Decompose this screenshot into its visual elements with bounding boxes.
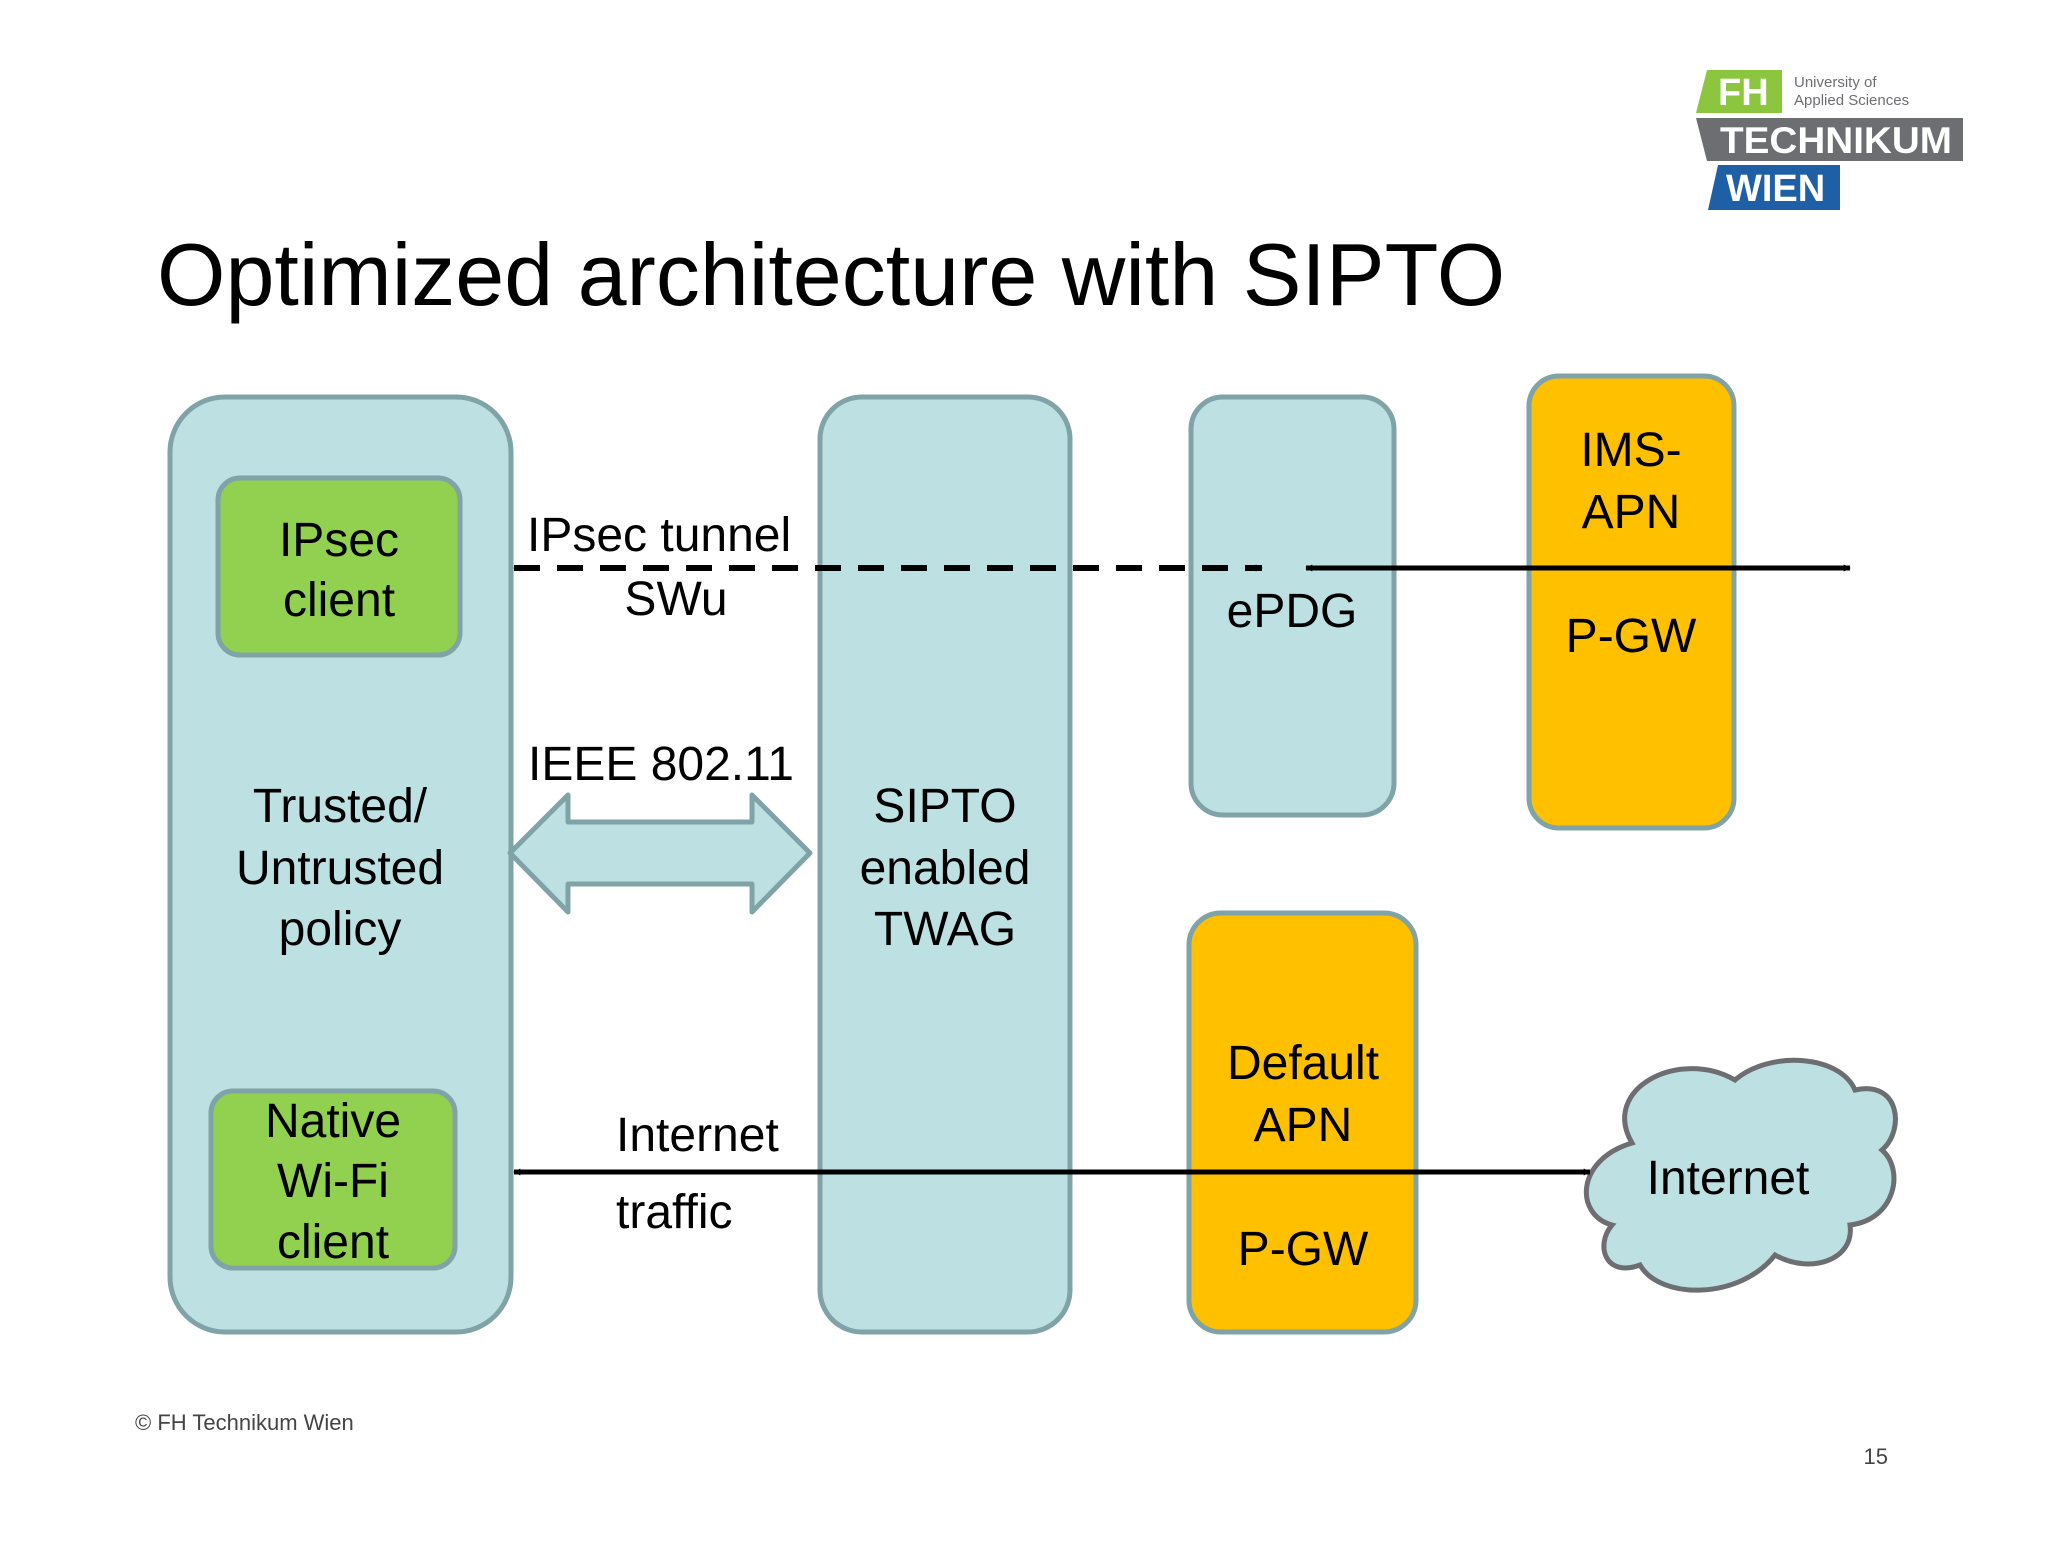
ieee-label: IEEE 802.11: [528, 738, 794, 791]
twag-box: [817, 394, 1073, 1335]
internet-cloud-label: Internet: [1647, 1152, 1810, 1205]
default-apn-label-line2: APN: [1254, 1099, 1353, 1152]
ieee-80211-arrow: [507, 792, 813, 915]
logo-wien-text: WIEN: [1726, 168, 1825, 210]
ims-apn-label-line1: IMS-: [1580, 424, 1681, 477]
twag-label-line2: enabled: [860, 842, 1031, 895]
swu-label: SWu: [624, 573, 727, 626]
internet-cloud: [1583, 1057, 1898, 1293]
default-apn-label-line1: Default: [1227, 1037, 1379, 1090]
page-number: 15: [1864, 1444, 1888, 1469]
ims-pgw-label: P-GW: [1566, 610, 1697, 663]
logo-technikum-text: TECHNIKUM: [1720, 120, 1952, 161]
ipsec-client-label-line1: IPsec: [279, 514, 399, 567]
native-client-label-line1: Native: [265, 1095, 401, 1148]
ipsec-client-box: [215, 475, 463, 658]
twag-label-line1: SIPTO: [873, 780, 1016, 833]
epdg-label: ePDG: [1227, 585, 1358, 638]
ims-apn-label-line2: APN: [1582, 486, 1681, 539]
policy-label-line1: Trusted/: [253, 780, 428, 833]
native-client-label-line3: client: [277, 1216, 389, 1269]
twag-label-line3: TWAG: [874, 903, 1016, 956]
epdg-box: [1188, 394, 1397, 818]
default-pgw-box: [1186, 910, 1419, 1335]
internet-traffic-label-line2: traffic: [616, 1186, 732, 1239]
slide-title: Optimized architecture with SIPTO: [157, 225, 1505, 324]
ims-pgw-box: [1526, 373, 1737, 831]
native-client-label-line2: Wi-Fi: [277, 1155, 389, 1208]
ipsec-tunnel-label: IPsec tunnel: [527, 509, 791, 562]
logo-fh-block: [1696, 70, 1782, 113]
internet-traffic-label-line1: Internet: [616, 1109, 779, 1162]
logo-university-line1: University of: [1794, 74, 1877, 91]
fh-technikum-logo: FH University of Applied Sciences TECHNI…: [1696, 70, 1963, 210]
ipsec-client-label-line2: client: [283, 574, 395, 627]
logo-fh-text: FH: [1718, 72, 1769, 114]
policy-label-line3: policy: [279, 903, 402, 956]
footer-copyright: © FH Technikum Wien: [135, 1410, 354, 1435]
logo-university-line2: Applied Sciences: [1794, 92, 1909, 109]
logo-wien-block: [1708, 165, 1840, 210]
default-pgw-label: P-GW: [1238, 1223, 1369, 1276]
native-wifi-client-box: [208, 1088, 458, 1271]
logo-technikum-block: [1696, 118, 1963, 161]
policy-label-line2: Untrusted: [236, 842, 444, 895]
